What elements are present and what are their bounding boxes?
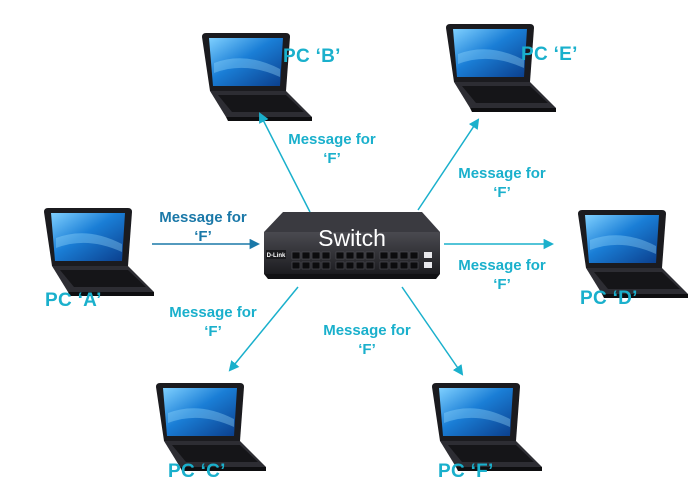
laptop-pc-c	[156, 383, 266, 471]
message-target: ‘F’	[493, 276, 511, 293]
arrow-to-pc-f	[401, 286, 464, 376]
pc-d-label: PC ‘D’	[580, 288, 638, 309]
laptop-pc-e	[446, 24, 556, 112]
message-target: ‘F’	[358, 341, 376, 358]
message-line: Message for	[159, 209, 247, 226]
message-target: ‘F’	[194, 228, 212, 245]
pc-f-label: PC ‘F’	[438, 461, 494, 482]
message-to-pc-b: Message for ‘F’	[277, 130, 387, 168]
message-line: Message for	[458, 257, 546, 274]
switch-brand: D-Link	[267, 253, 286, 259]
message-line: Message for	[323, 322, 411, 339]
message-target: ‘F’	[323, 150, 341, 167]
arrow-to-pc-e	[417, 118, 480, 211]
message-to-pc-e: Message for ‘F’	[447, 164, 557, 202]
laptop-pc-f	[432, 383, 542, 471]
pc-c-label: PC ‘C’	[168, 461, 226, 482]
arrow-to-pc-c	[228, 286, 299, 372]
laptop-pc-d	[578, 210, 688, 298]
message-to-pc-d: Message for ‘F’	[447, 256, 557, 294]
message-line: Message for	[169, 304, 257, 321]
pc-b-label: PC ‘B’	[283, 46, 341, 67]
arrow-to-pc-b	[259, 112, 311, 213]
pc-a-label: PC ‘A’	[45, 290, 102, 311]
laptop-pc-a	[44, 208, 154, 296]
pc-e-label: PC ‘E’	[521, 44, 578, 65]
message-target: ‘F’	[493, 184, 511, 201]
message-from-pc-a: Message for ‘F’	[150, 208, 256, 246]
message-line: Message for	[288, 131, 376, 148]
message-line: Message for	[458, 165, 546, 182]
switch-label: Switch	[318, 225, 386, 251]
message-to-pc-c: Message for ‘F’	[158, 303, 268, 341]
message-to-pc-f: Message for ‘F’	[312, 321, 422, 359]
message-target: ‘F’	[204, 323, 222, 340]
network-switch: Switch D-Link	[264, 212, 440, 279]
